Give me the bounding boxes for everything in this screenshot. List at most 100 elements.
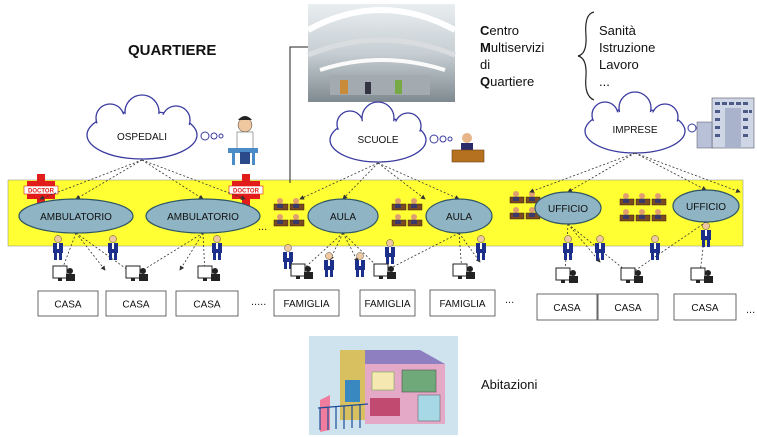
connection-line [299, 232, 344, 273]
house-label: CASA [614, 303, 642, 314]
computers [52, 263, 713, 283]
svg-text:UFFICIO: UFFICIO [548, 204, 588, 215]
center-line-3: di [480, 57, 491, 72]
connection-line [567, 223, 631, 275]
person-figure [53, 235, 63, 260]
desk-figure [509, 191, 525, 204]
person-figure [324, 252, 334, 277]
doctor-sign-1-label: DOCTOR [28, 189, 55, 195]
connection-line [377, 162, 426, 200]
page-title: QUARTIERE [128, 42, 217, 59]
house-casa-5: CASA [597, 293, 659, 321]
node-office-1: UFFICIO [534, 191, 602, 225]
computer-figure [555, 267, 578, 283]
service-education: Istruzione [599, 40, 656, 55]
center-line-2: Multiservizi [480, 40, 545, 55]
connection-line [342, 232, 384, 273]
computer-figure [373, 263, 396, 279]
connection-line [458, 232, 481, 263]
person-figure [701, 222, 711, 247]
svg-text:AULA: AULA [330, 212, 356, 223]
desk-figure [391, 214, 407, 227]
doctor-sign-1 [23, 174, 59, 206]
services-brace [577, 11, 595, 101]
services-list: Sanità Istruzione Lavoro ... [599, 22, 655, 90]
house-label: FAMIGLIA [364, 299, 410, 310]
office-building [696, 97, 755, 149]
connection-line [75, 159, 143, 200]
connection-line [342, 232, 359, 263]
node-classroom-1: AULA [307, 198, 379, 234]
desk-figure [289, 214, 305, 227]
cloud-hospitals [86, 94, 224, 160]
person-figure [563, 235, 573, 260]
house-famiglia-3: FAMIGLIA [429, 289, 496, 317]
computer-figure [52, 265, 75, 281]
connection-line [179, 232, 204, 271]
service-health: Sanità [599, 23, 636, 38]
connection-line [529, 152, 636, 193]
house-label: CASA [553, 303, 581, 314]
svg-text:UFFICIO: UFFICIO [686, 202, 726, 213]
service-work: Lavoro [599, 57, 639, 72]
cloud-schools-label: SCUOLE [357, 135, 398, 146]
house-famiglia-1: FAMIGLIA [273, 289, 340, 317]
connection-line [342, 162, 379, 200]
desk-figure [509, 207, 525, 220]
person-figure [476, 235, 486, 260]
doctor-sign-2-label: DOCTOR [233, 189, 260, 195]
connection-line [75, 232, 136, 276]
connection-line [141, 159, 204, 200]
connection-line [567, 152, 636, 193]
cloud-companies-label: IMPRESE [612, 125, 657, 136]
people [53, 222, 711, 277]
desk-figure [289, 198, 305, 211]
classroom-desks [273, 191, 667, 227]
cloud-schools [329, 101, 453, 163]
housing-illustration [309, 336, 458, 435]
person-figure [595, 235, 605, 260]
computer-figure [197, 265, 220, 281]
desk-figure [635, 193, 651, 206]
person-figure [385, 239, 395, 264]
desk-figure [635, 209, 651, 222]
connection-line [567, 223, 601, 263]
house-casa-2: CASA [105, 290, 167, 317]
house-famiglia-2: FAMIGLIA [359, 289, 416, 317]
band-ellipsis: ... [258, 221, 267, 233]
computer-figure [452, 263, 475, 279]
desk-figure [651, 209, 667, 222]
computer-figure [125, 265, 148, 281]
doctor-figure [228, 116, 258, 165]
house-casa-6: CASA [673, 293, 737, 321]
service-more: ... [599, 74, 610, 89]
center-connector [289, 46, 308, 183]
desk-figure [619, 209, 635, 222]
svg-text:AULA: AULA [446, 212, 472, 223]
desk-figure [273, 198, 289, 211]
svg-text:AMBULATORIO: AMBULATORIO [167, 212, 239, 223]
house-boxes: CASA CASA CASA FAMIGLIA FAMIGLIA FAMIGLIA CASA… [37, 289, 737, 321]
node-classroom-2: AULA [425, 198, 493, 234]
row-ellipsis-2: ... [505, 294, 514, 306]
house-label: FAMIGLIA [439, 299, 485, 310]
computer-figure [690, 267, 713, 283]
doctor-sign-2 [228, 174, 264, 206]
connection-line [634, 152, 707, 191]
connection-line [202, 232, 208, 276]
house-label: CASA [691, 303, 719, 314]
computer-figure [290, 263, 313, 279]
center-label: Centro Multiservizi di Quartiere [480, 22, 544, 90]
person-figure [212, 235, 222, 260]
house-casa-4: CASA [536, 293, 598, 321]
person-figure [355, 252, 365, 277]
teacher-figure [451, 133, 485, 163]
house-label: CASA [193, 300, 221, 311]
desk-figure [407, 198, 423, 211]
house-label: CASA [54, 300, 82, 311]
connection-line [629, 221, 707, 275]
connection-line [134, 232, 204, 276]
node-clinic-1: AMBULATORIO [18, 198, 134, 234]
